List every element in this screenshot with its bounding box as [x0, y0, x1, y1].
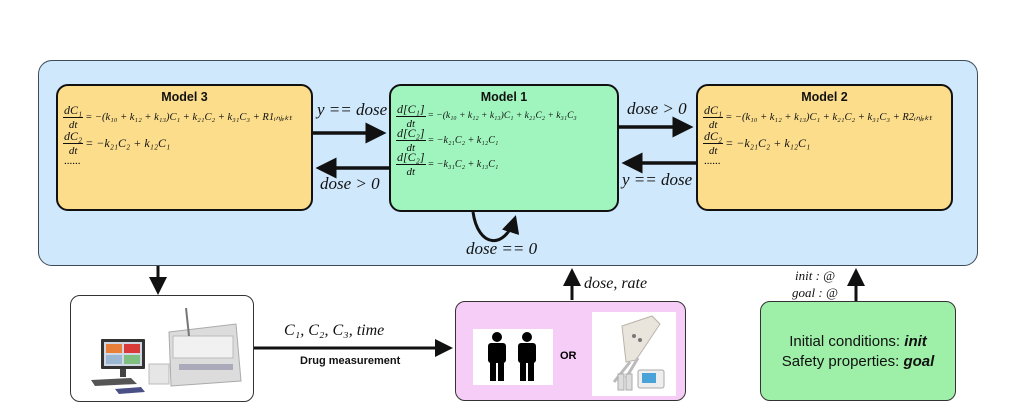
initial-conditions-line: Initial conditions: init [761, 332, 955, 352]
initial-conditions-value: init [904, 333, 927, 350]
lab-instrument-image [91, 307, 242, 394]
infusion-pump-panel [592, 312, 676, 396]
safety-properties-label: Safety properties: [781, 353, 904, 370]
eq-rhs: = −(k₁₀ + k₁₂ + k₁₃)C₁ + k₂₁C₂ + k₃₁C₃ +… [725, 112, 933, 123]
model-1-equation-2: d[C₂]dt = −k₂₁C₂ + k₁₂C₁ [396, 125, 617, 154]
initial-conditions-label: Initial conditions: [789, 333, 905, 350]
eq-numerator: dC₂ [703, 128, 724, 144]
patients-panel [473, 329, 553, 385]
init-signal-label: init : @ [795, 268, 836, 283]
transition-label-m1-m3: dose > 0 [320, 174, 380, 193]
patient-or-pump-box: OR [455, 301, 686, 401]
eq-denominator: dt [68, 118, 78, 131]
eq-rhs: = −k₂₁C₂ + k₁₂C₁ [725, 135, 811, 150]
arrow-model1-self-loop [471, 211, 520, 242]
eq-denominator: dt [708, 144, 718, 157]
eq-numerator: dC₂ [63, 128, 84, 144]
eq-numerator: d[C₂] [396, 125, 426, 141]
model-1-equation-3: d[C₂]dt = −k₃₁C₂ + k₁₃C₁ [396, 149, 617, 178]
eq-numerator: d[C₁] [396, 101, 426, 117]
transition-label-m3-m1: y == dose [317, 100, 388, 119]
safety-properties-value: goal [903, 353, 935, 370]
infusion-pump-image [612, 315, 665, 391]
transition-label-m2-m1: y == dose [622, 170, 693, 189]
eq-rhs: = −k₃₁C₂ + k₁₃C₁ [427, 158, 499, 170]
model-2-ellipsis: ...... [704, 155, 721, 167]
model-3-ellipsis: ...... [64, 155, 81, 167]
transition-label-self-loop: dose == 0 [466, 239, 538, 258]
model-1-box: Model 1 d[C₁]dt = −(k₁₀ + k₁₂ + k₁₃)C₁ +… [389, 84, 619, 212]
model-3-title: Model 3 [161, 90, 208, 104]
initial-conditions-box: Initial conditions: init Safety properti… [760, 301, 956, 401]
eq-denominator: dt [406, 141, 416, 154]
eq-rhs: = −(k₁₀ + k₁₂ + k₁₃)C₁ + k₂₁C₂ + k₃₁C₃ +… [85, 112, 293, 123]
model-1-title: Model 1 [480, 90, 528, 104]
model-1-equation-1: d[C₁]dt = −(k₁₀ + k₁₂ + k₁₃)C₁ + k₂₁C₂ +… [396, 101, 617, 130]
eq-numerator: dC₁ [703, 102, 724, 118]
eq-numerator: dC₁ [63, 102, 84, 118]
dose-rate-label: dose, rate [584, 275, 648, 292]
eq-denominator: dt [68, 144, 78, 157]
transition-label-m1-m2: dose > 0 [627, 99, 687, 118]
or-label: OR [560, 350, 577, 362]
eq-denominator: dt [708, 118, 718, 131]
measurement-label: Drug measurement [300, 355, 401, 367]
measurement-variables: C₁, C₂, C₃, time [284, 322, 385, 339]
eq-rhs: = −(k₁₀ + k₁₂ + k₁₃)C₁ + k₂₁C₂ + k₃₁C₃ [427, 111, 577, 121]
eq-rhs: = −k₂₁C₂ + k₁₂C₁ [427, 134, 499, 146]
eq-denominator: dt [406, 165, 416, 178]
safety-properties-line: Safety properties: goal [761, 352, 955, 372]
eq-rhs: = −k₂₁C₂ + k₁₂C₁ [85, 135, 171, 150]
goal-signal-label: goal : @ [792, 285, 838, 300]
two-persons-icon [488, 332, 536, 381]
measurement-device-box [70, 295, 254, 402]
model-2-title: Model 2 [801, 90, 848, 104]
eq-numerator: d[C₂] [396, 149, 426, 165]
eq-denominator: dt [406, 117, 416, 130]
